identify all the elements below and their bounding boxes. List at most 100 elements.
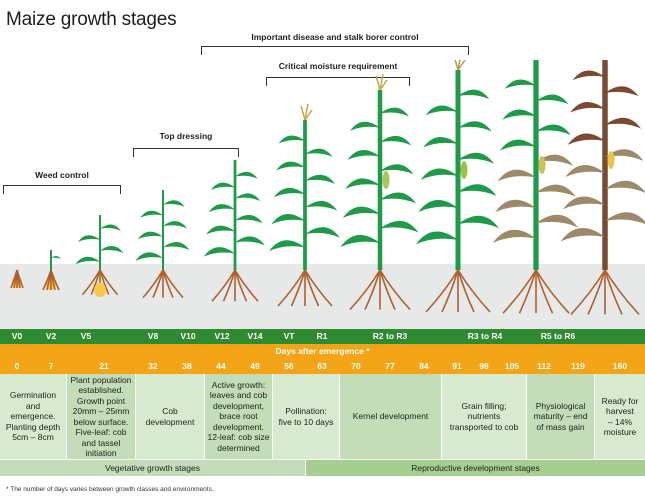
stage-label: V8 bbox=[147, 331, 159, 341]
leaf bbox=[235, 193, 261, 202]
description-text: Pollination:five to 10 days bbox=[278, 406, 334, 427]
days-bar: Days after emergence * 0 7 21 32 38 44 4… bbox=[0, 344, 645, 374]
day-value: 7 bbox=[48, 361, 54, 371]
description-text: Kernel development bbox=[352, 411, 429, 422]
leaf bbox=[536, 94, 569, 105]
leaf bbox=[305, 227, 340, 238]
day-value: 38 bbox=[182, 361, 192, 371]
day-value: 84 bbox=[419, 361, 429, 371]
stage-label: R1 bbox=[316, 331, 328, 341]
day-value: 21 bbox=[99, 361, 109, 371]
leaf bbox=[51, 255, 61, 259]
leaf bbox=[77, 235, 100, 242]
leaf bbox=[271, 214, 305, 225]
leaf bbox=[605, 180, 645, 193]
root bbox=[425, 269, 459, 313]
leaf bbox=[203, 247, 235, 257]
leaf bbox=[347, 150, 380, 160]
leaf bbox=[504, 79, 536, 89]
root bbox=[379, 269, 396, 310]
stage-label: V14 bbox=[247, 331, 263, 341]
day-value: 70 bbox=[351, 361, 361, 371]
footnote: * The number of days varies between grow… bbox=[6, 486, 214, 493]
leaf bbox=[137, 231, 163, 240]
leaf bbox=[458, 184, 497, 196]
stage-label: V0 bbox=[11, 331, 23, 341]
root bbox=[570, 269, 606, 315]
stage-label: V2 bbox=[45, 331, 57, 341]
leaf bbox=[305, 148, 333, 157]
leaf bbox=[211, 182, 235, 190]
vegetative-stages-label: Vegetative growth stages bbox=[0, 460, 305, 476]
leaf bbox=[572, 70, 605, 81]
tassel bbox=[300, 103, 313, 121]
leaf bbox=[140, 210, 163, 218]
description-cell: Kernel development bbox=[340, 374, 441, 459]
day-value: 160 bbox=[612, 361, 628, 371]
root bbox=[364, 269, 381, 310]
leaf bbox=[276, 161, 305, 171]
leaf bbox=[278, 135, 305, 144]
leaf bbox=[416, 231, 458, 245]
leaf bbox=[380, 164, 414, 175]
plants-group bbox=[10, 60, 645, 315]
day-value: 98 bbox=[479, 361, 489, 371]
leaf bbox=[273, 187, 305, 198]
root bbox=[16, 269, 24, 289]
leaf bbox=[605, 212, 645, 225]
leaf bbox=[502, 109, 536, 120]
tassel bbox=[454, 60, 466, 71]
stage-label: V12 bbox=[214, 331, 230, 341]
day-value: 91 bbox=[452, 361, 462, 371]
leaf bbox=[305, 174, 335, 184]
leaf bbox=[100, 224, 121, 231]
days-title: Days after emergence * bbox=[275, 346, 370, 356]
cob bbox=[460, 161, 468, 179]
day-value: 49 bbox=[250, 361, 260, 371]
leaf bbox=[380, 107, 409, 117]
day-value: 63 bbox=[317, 361, 327, 371]
root bbox=[234, 269, 259, 302]
seed bbox=[94, 283, 106, 297]
root bbox=[604, 269, 623, 315]
day-value: 112 bbox=[537, 361, 551, 371]
leaf bbox=[458, 89, 490, 100]
root bbox=[457, 269, 475, 313]
weed-control-bracket bbox=[3, 185, 121, 194]
description-cell: Pollination:five to 10 days bbox=[273, 374, 339, 459]
leaf bbox=[235, 236, 265, 246]
leaf bbox=[423, 136, 458, 148]
leaf bbox=[75, 256, 100, 265]
leaf bbox=[420, 168, 458, 180]
leaf bbox=[269, 240, 305, 252]
weed-control-label: Weed control bbox=[35, 170, 89, 180]
top-dressing-label: Top dressing bbox=[159, 131, 213, 141]
page-title: Maize growth stages bbox=[6, 9, 177, 30]
leaf bbox=[208, 204, 235, 213]
disease-control-label: Important disease and stalk borer contro… bbox=[251, 32, 419, 42]
leaf bbox=[425, 105, 458, 116]
root bbox=[50, 269, 60, 291]
leaf bbox=[536, 214, 578, 228]
leaf bbox=[135, 252, 163, 261]
leaf bbox=[536, 124, 571, 136]
day-value: 0 bbox=[14, 361, 20, 371]
root bbox=[304, 269, 333, 307]
leaf bbox=[605, 86, 639, 97]
root bbox=[587, 269, 606, 315]
leaf bbox=[500, 139, 536, 151]
stage-label: R3 to R4 bbox=[467, 331, 503, 341]
